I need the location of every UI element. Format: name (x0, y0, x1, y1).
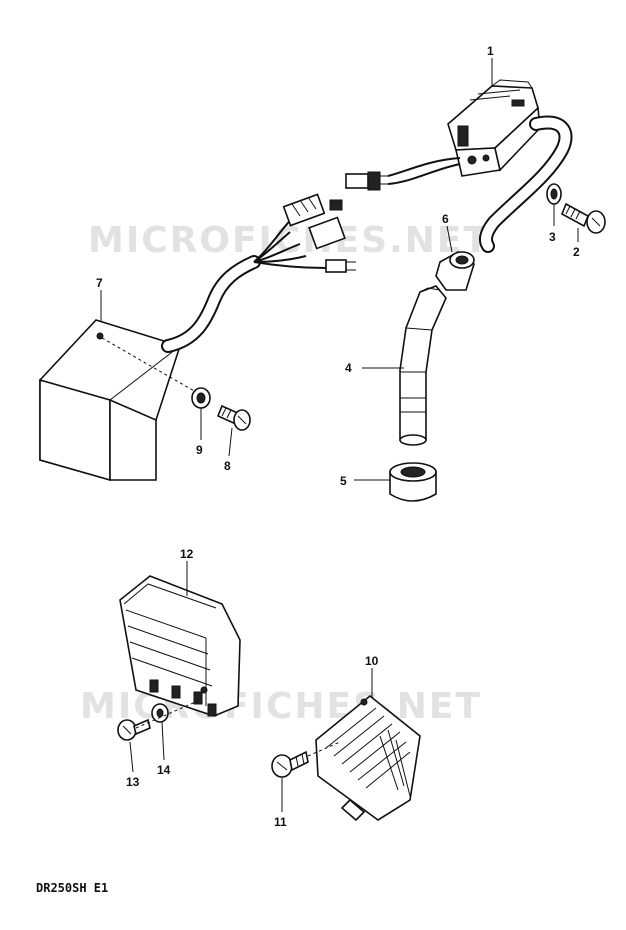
cdi-harness (161, 193, 356, 353)
callout-1: 1 (487, 44, 494, 58)
cdi-bolt (216, 404, 251, 431)
ignition-coil (447, 79, 541, 177)
coil-washer (546, 183, 562, 205)
callout-13: 13 (126, 775, 140, 789)
footer-code: DR250SH E1 (36, 881, 108, 895)
regulator-bolt (117, 718, 151, 741)
callout-10: 10 (365, 654, 379, 668)
cdi-washer (191, 387, 211, 409)
spark-plug-cap (399, 285, 447, 446)
callout-9: 9 (196, 443, 203, 457)
callout-7: 7 (96, 276, 103, 290)
regulator-washer (151, 703, 169, 723)
coil-bolt (560, 202, 606, 234)
callout-8: 8 (224, 459, 231, 473)
cdi-mount-line (101, 337, 197, 393)
watermark-top: MICROFICHES.NET (88, 220, 490, 261)
high-tension-lead (479, 115, 573, 253)
callout-5: 5 (340, 474, 347, 488)
callout-14: 14 (157, 763, 171, 777)
callout-3: 3 (549, 230, 556, 244)
plug-cap-boot (389, 462, 437, 502)
callout-11: 11 (274, 815, 287, 829)
regulator-finned-bolt (271, 750, 309, 778)
leader-lines (100, 58, 579, 812)
cdi-unit (39, 319, 182, 482)
plug-cap-seal (435, 251, 475, 291)
callout-6: 6 (442, 212, 449, 226)
regulator-rectifier (119, 575, 241, 717)
callout-2: 2 (573, 245, 580, 259)
callout-4: 4 (345, 361, 352, 375)
coil-primary-wires (345, 157, 461, 191)
callout-12: 12 (180, 547, 194, 561)
regulator-finned (315, 694, 421, 822)
